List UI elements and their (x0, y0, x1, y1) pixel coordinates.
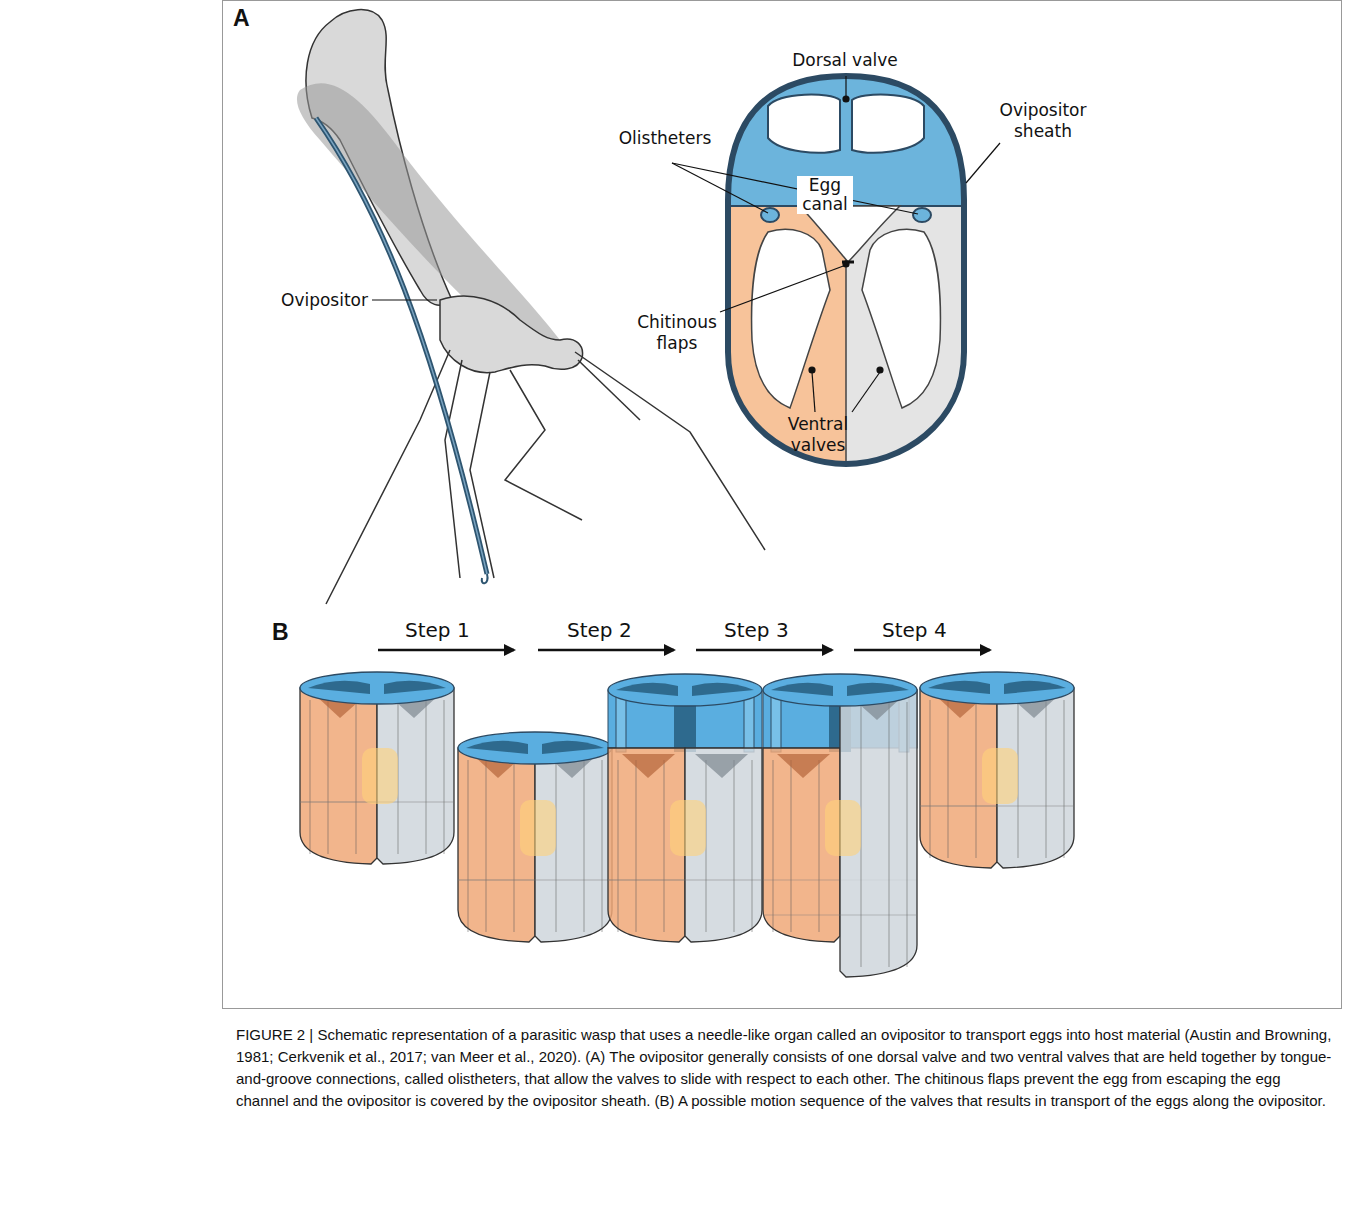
part-label: Chitinous flaps (622, 312, 732, 354)
valve-assembly (763, 674, 917, 977)
dorsal-hole (542, 741, 604, 754)
dorsal-hole (308, 681, 370, 694)
egg (362, 748, 398, 804)
dorsal-hole (847, 683, 909, 696)
valve-assembly (300, 672, 454, 864)
valve-rib (636, 760, 637, 932)
valve-hole (622, 754, 675, 778)
figure-frame (223, 1, 1342, 1009)
valve-rib (618, 760, 619, 932)
valve-rib (819, 760, 820, 932)
egg (670, 800, 706, 856)
egg (520, 800, 556, 856)
valve-rib (468, 760, 469, 932)
step-label: Step 1 (405, 620, 470, 641)
ovipositor-cross-section (372, 70, 1000, 476)
step-label: Step 4 (882, 620, 947, 641)
olistheter-rod (744, 694, 754, 752)
dorsal-hole (466, 741, 528, 754)
egg (982, 748, 1018, 804)
dorsal-cap (300, 672, 454, 704)
valve-rib (1064, 700, 1065, 858)
valve-rib (602, 760, 603, 932)
valve-rib (773, 760, 774, 932)
part-label: Olistheters (610, 128, 720, 149)
valve-rib (426, 700, 427, 854)
dorsal-hole (384, 681, 446, 694)
valve-rib (976, 700, 977, 858)
dorsal-hole (771, 683, 833, 696)
dorsal-cap (608, 674, 762, 706)
valve-rib (328, 700, 329, 854)
valve-rib (948, 700, 949, 858)
valve-rib (1046, 700, 1047, 858)
valve-rib (734, 760, 735, 932)
valve-assembly (458, 732, 612, 942)
valve-tip-line (458, 880, 612, 881)
valve-tip-line (920, 806, 1074, 807)
valve-sequence (300, 672, 1074, 977)
valve-rib (514, 760, 515, 932)
olistheter-rod (616, 694, 626, 752)
valve-hole (777, 754, 830, 778)
valve-rib (791, 760, 792, 932)
valve-rib (486, 760, 487, 932)
valve-rib (889, 702, 890, 967)
valve-assembly (608, 674, 762, 942)
valve-tip-line (920, 806, 1074, 807)
valve-rib (664, 760, 665, 932)
valve-rib (584, 760, 585, 932)
valve-hole (695, 754, 748, 778)
valve-rib (907, 702, 908, 967)
valve-tip-line (608, 880, 762, 881)
panel-letter: A (233, 8, 250, 29)
valve-rib (356, 700, 357, 854)
olistheter-rod (771, 694, 781, 752)
step-label: Step 2 (567, 620, 632, 641)
part-label: Ovipositor (272, 290, 368, 311)
valve-assembly (920, 672, 1074, 868)
part-label: Egg canal (797, 176, 853, 214)
dorsal-hole (1004, 681, 1066, 694)
dorsal-hole (928, 681, 990, 694)
dorsal-hole (616, 683, 678, 696)
part-label: Ovipositor sheath (988, 100, 1098, 142)
valve-tip-line (763, 915, 917, 916)
dorsal-cap (920, 672, 1074, 704)
dorsal-hole (692, 683, 754, 696)
part-label: Ventral valves (778, 414, 858, 456)
dorsal-cap (763, 674, 917, 706)
dorsal-cap (458, 732, 612, 764)
part-label: Dorsal valve (780, 50, 910, 71)
egg (825, 800, 861, 856)
step-label: Step 3 (724, 620, 789, 641)
panel-letter: B (272, 622, 289, 643)
valve-rib (930, 700, 931, 858)
valve-rib (310, 700, 311, 854)
valve-tip-line (458, 880, 612, 881)
valve-rib (752, 760, 753, 932)
valve-rib (444, 700, 445, 854)
step-arrows (378, 649, 990, 652)
valve-tip-line (608, 880, 762, 881)
figure-caption: FIGURE 2 | Schematic representation of a… (236, 1024, 1336, 1112)
